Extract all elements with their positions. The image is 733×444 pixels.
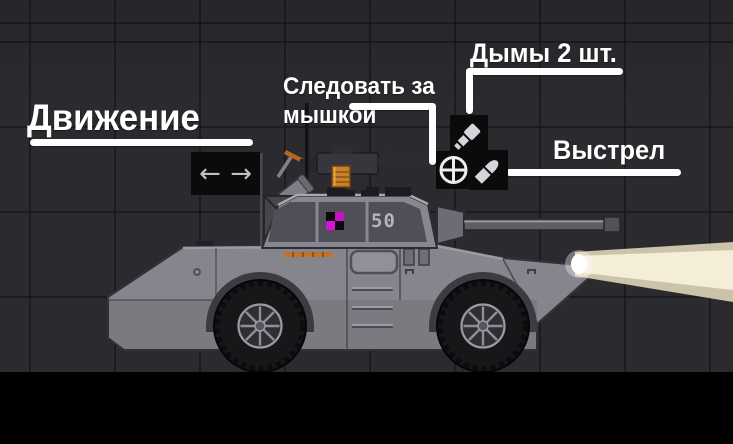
- smoke-launcher-button[interactable]: [450, 115, 488, 153]
- headlight-beam: [565, 242, 733, 302]
- turret-checker-marking: [326, 212, 344, 230]
- ammo-box: [331, 165, 351, 188]
- door-window[interactable]: [349, 249, 399, 275]
- machine-gun[interactable]: [309, 146, 449, 196]
- smokes-label: Дымы 2 шт.: [470, 38, 617, 68]
- shot-label: Выстрел: [553, 135, 666, 165]
- turret-number: 50: [371, 210, 396, 232]
- shot-underline: [506, 169, 681, 176]
- smokes-pointer-line: [466, 68, 623, 75]
- follow-mouse-label-line1: Следовать за: [283, 73, 435, 100]
- follow-mouse-label: Следовать за мышкой: [283, 72, 435, 130]
- fire-button[interactable]: [469, 150, 508, 190]
- follow-mouse-pointer-line: [429, 103, 436, 165]
- move-right-arrow-icon: →: [230, 158, 252, 189]
- turret[interactable]: 50: [261, 193, 621, 249]
- smoke-grenade-icon: [454, 123, 481, 150]
- smokes-pointer-line: [466, 68, 473, 114]
- crosshair-icon: [439, 156, 468, 184]
- move-left-arrow-icon: ←: [199, 158, 221, 189]
- movement-label: Движение: [27, 97, 200, 138]
- rear-wheel[interactable]: [213, 279, 307, 373]
- bullet-icon: [474, 160, 499, 184]
- ground: [0, 372, 733, 444]
- handrails: [352, 287, 393, 328]
- antenna[interactable]: [260, 103, 309, 250]
- follow-mouse-pointer-line: [349, 103, 436, 110]
- front-wheel[interactable]: [436, 279, 530, 373]
- movement-underline: [30, 139, 253, 146]
- tow-cable: [283, 252, 333, 257]
- follow-mouse-button[interactable]: [436, 151, 471, 189]
- movement-controls-button[interactable]: ← →: [191, 152, 260, 195]
- main-gun-barrel[interactable]: [463, 216, 621, 233]
